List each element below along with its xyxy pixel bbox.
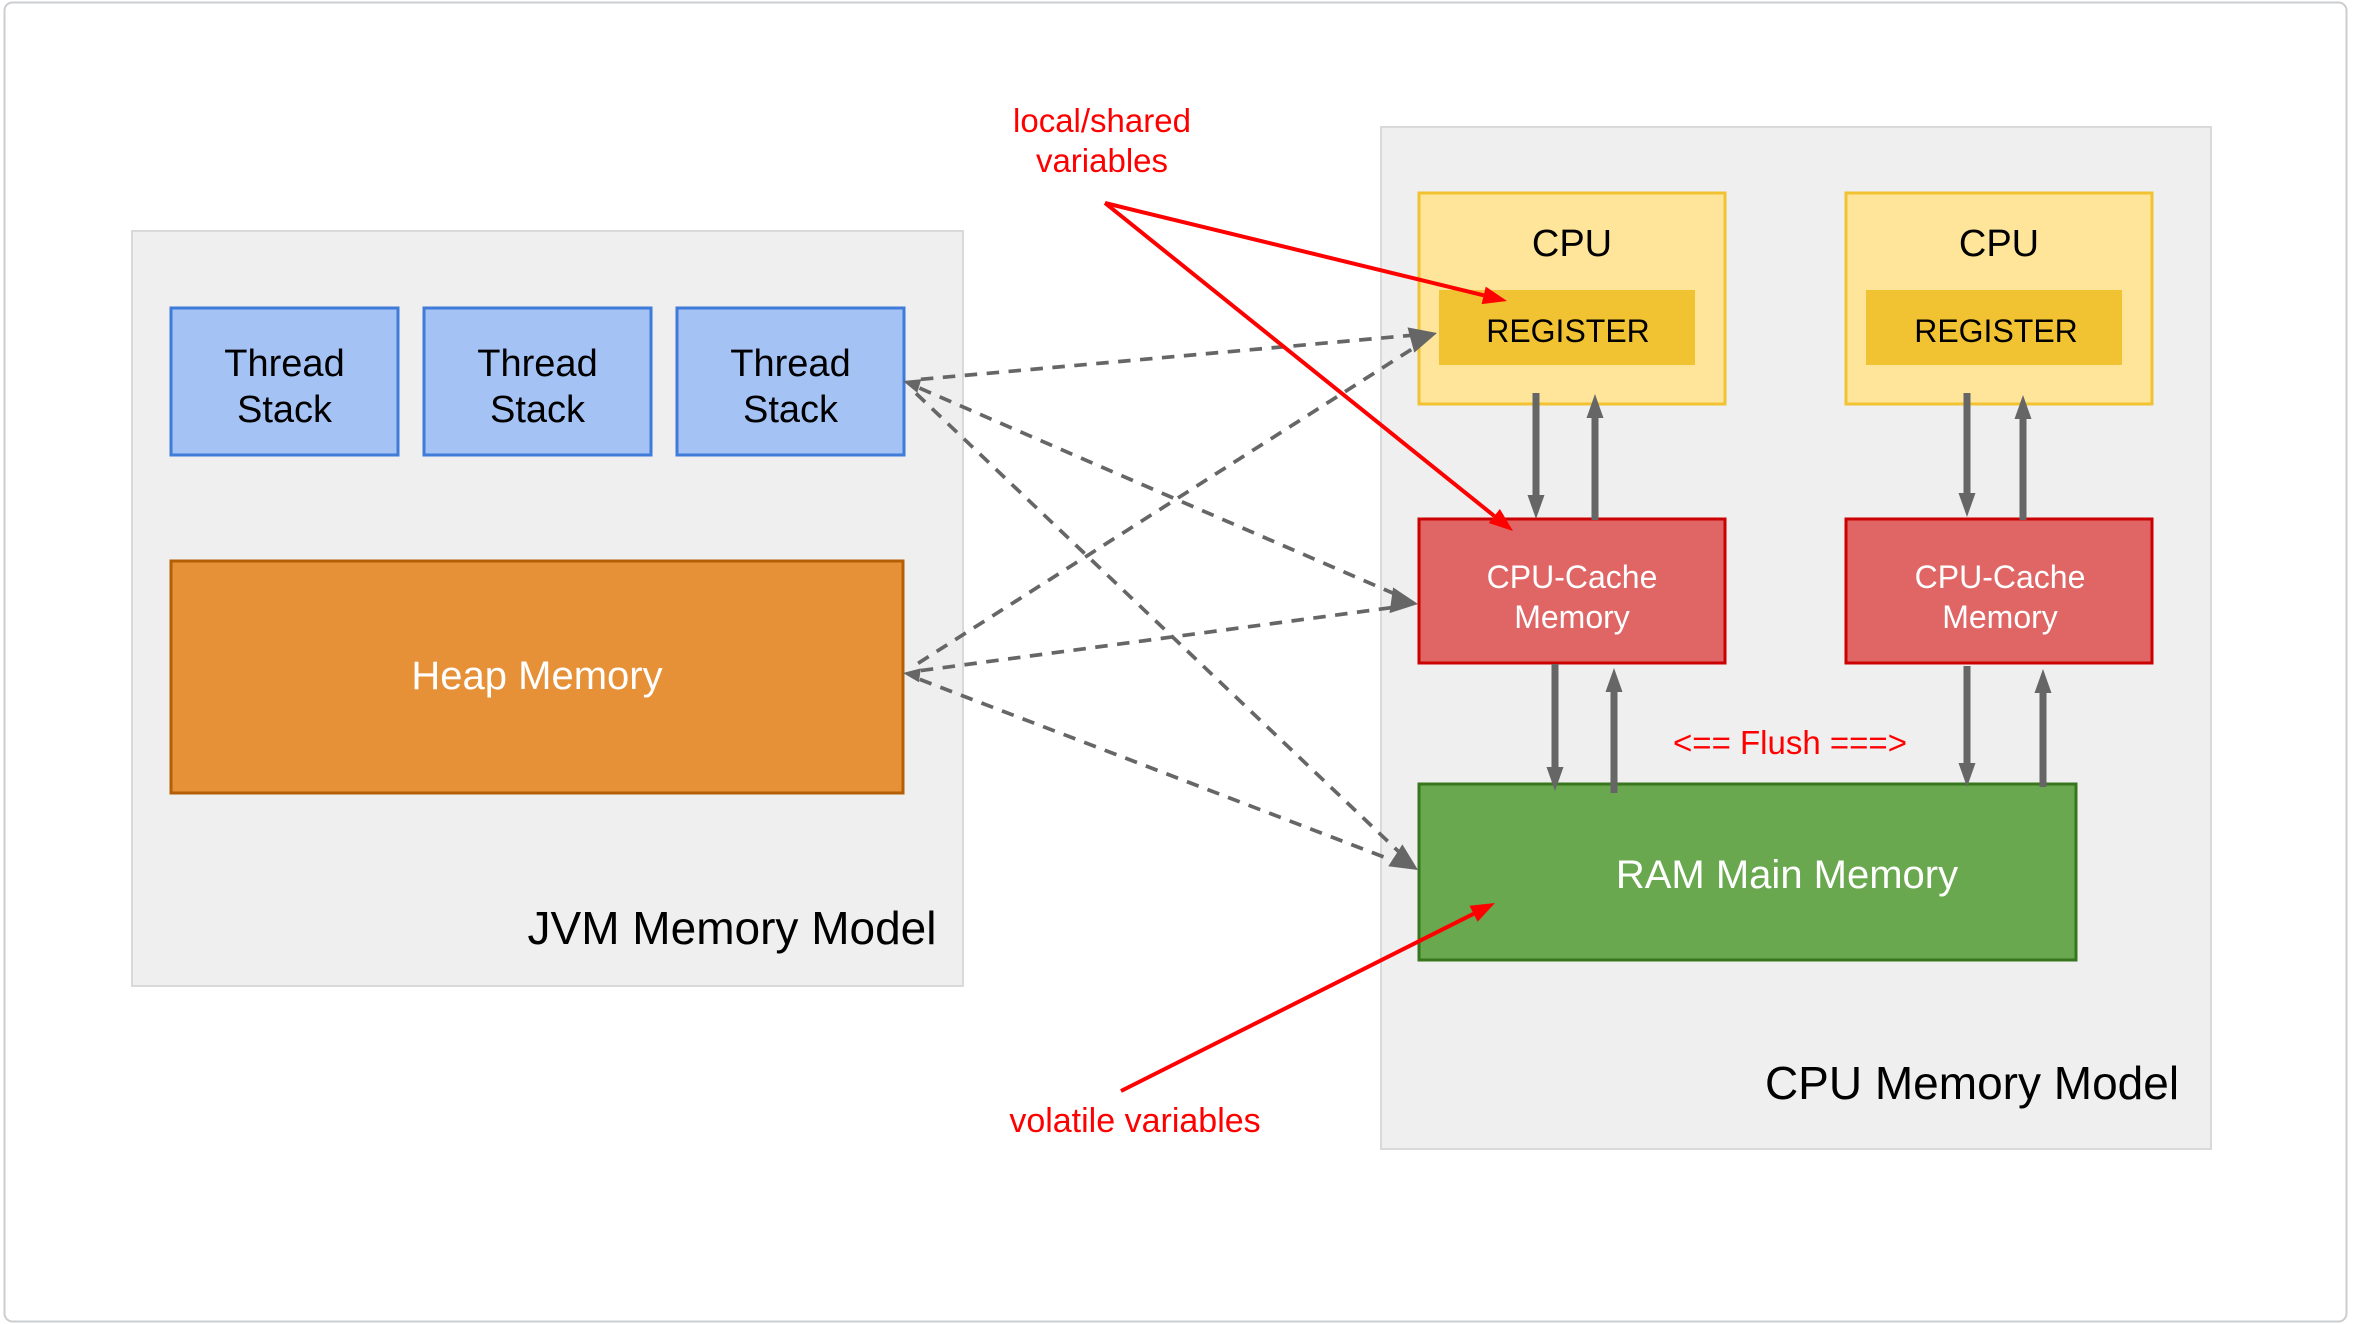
svg-text:Thread: Thread bbox=[224, 343, 344, 385]
svg-text:Thread: Thread bbox=[730, 343, 850, 385]
svg-text:CPU: CPU bbox=[1532, 223, 1612, 265]
svg-text:Stack: Stack bbox=[237, 389, 333, 431]
svg-text:<== Flush ===>: <== Flush ===> bbox=[1673, 724, 1907, 761]
svg-text:variables: variables bbox=[1036, 142, 1168, 179]
svg-text:RAM Main Memory: RAM Main Memory bbox=[1616, 853, 1958, 897]
svg-text:Thread: Thread bbox=[477, 343, 597, 385]
svg-text:JVM Memory Model: JVM Memory Model bbox=[528, 902, 937, 954]
svg-text:Memory: Memory bbox=[1942, 599, 2058, 635]
svg-text:CPU-Cache: CPU-Cache bbox=[1915, 559, 2086, 595]
svg-text:Heap Memory: Heap Memory bbox=[411, 654, 662, 698]
svg-text:CPU-Cache: CPU-Cache bbox=[1487, 559, 1658, 595]
svg-text:CPU: CPU bbox=[1959, 223, 2039, 265]
svg-text:REGISTER: REGISTER bbox=[1486, 313, 1650, 349]
svg-text:Stack: Stack bbox=[743, 389, 839, 431]
svg-text:CPU Memory Model: CPU Memory Model bbox=[1765, 1057, 2179, 1109]
svg-text:local/shared: local/shared bbox=[1013, 102, 1191, 139]
svg-text:REGISTER: REGISTER bbox=[1914, 313, 2078, 349]
svg-text:volatile variables: volatile variables bbox=[1009, 1102, 1260, 1140]
svg-text:Stack: Stack bbox=[490, 389, 586, 431]
svg-text:Memory: Memory bbox=[1514, 599, 1630, 635]
